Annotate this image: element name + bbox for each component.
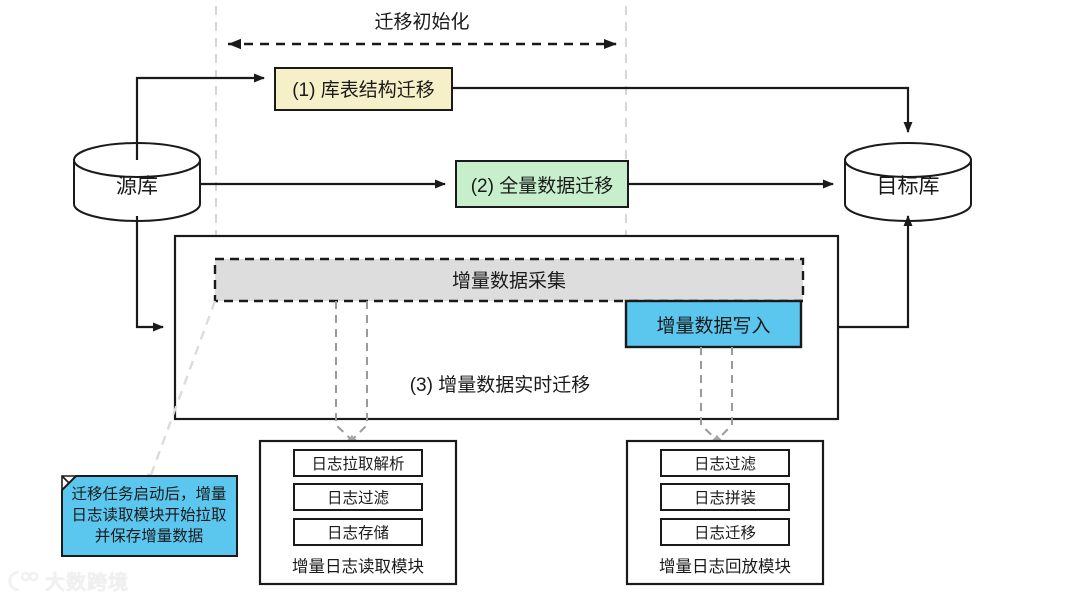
- capture-to-note-connector: [146, 300, 217, 484]
- target-db-node: 目标库: [844, 142, 972, 222]
- capture-label: 增量数据采集: [452, 270, 566, 292]
- note-line-1: 迁移任务启动后，增量: [71, 485, 226, 503]
- step1-node[interactable]: (1) 库表结构迁移: [274, 67, 453, 111]
- writer-to-right-module-connector: [700, 347, 733, 445]
- edge-step3-to-target: [838, 215, 913, 329]
- module-right-item-2[interactable]: 日志迁移: [660, 518, 790, 546]
- module-left-item-0[interactable]: 日志拉取解析: [293, 449, 423, 477]
- note-line-2: 日志读取模块开始拉取: [71, 506, 226, 524]
- source-db-label: 源库: [116, 175, 158, 198]
- module-right: 日志过滤 日志拼装 日志迁移 增量日志回放模块: [625, 439, 825, 586]
- edge-step1-to-target: [452, 86, 913, 133]
- module-left-item-1-label: 日志过滤: [327, 489, 389, 507]
- step3-label: (3) 增量数据实时迁移: [410, 374, 591, 396]
- module-left-item-0-label: 日志拉取解析: [311, 455, 404, 473]
- step2-node[interactable]: (2) 全量数据迁移: [455, 160, 629, 208]
- note-callout: 迁移任务启动后，增量 日志读取模块开始拉取 并保存增量数据: [61, 475, 238, 557]
- module-right-item-0-label: 日志过滤: [694, 455, 756, 473]
- module-left-item-1[interactable]: 日志过滤: [293, 483, 423, 511]
- writer-label: 增量数据写入: [656, 315, 770, 337]
- module-left: 日志拉取解析 日志过滤 日志存储 增量日志读取模块: [258, 439, 458, 586]
- module-left-item-2[interactable]: 日志存储: [293, 518, 423, 546]
- module-left-caption: 增量日志读取模块: [292, 557, 424, 576]
- note-line-3: 并保存增量数据: [95, 527, 204, 545]
- step1-label: (1) 库表结构迁移: [292, 79, 435, 101]
- edge-source-to-step3: [135, 216, 164, 332]
- migration-init-label: 迁移初始化: [374, 11, 469, 33]
- step2-label: (2) 全量数据迁移: [471, 175, 614, 197]
- capture-node[interactable]: 增量数据采集: [213, 257, 805, 303]
- module-left-item-2-label: 日志存储: [327, 524, 389, 542]
- writer-node[interactable]: 增量数据写入: [624, 299, 803, 349]
- module-right-item-1[interactable]: 日志拼装: [660, 483, 790, 511]
- target-db-label: 目标库: [877, 175, 940, 198]
- edge-source-to-step1: [135, 73, 265, 160]
- module-right-item-1-label: 日志拼装: [694, 489, 756, 507]
- migration-init-arrow-left-head: [228, 38, 241, 50]
- capture-to-left-module-connector: [335, 301, 368, 445]
- source-db-node: 源库: [73, 142, 201, 222]
- module-right-caption: 增量日志回放模块: [659, 557, 791, 576]
- module-right-item-2-label: 日志迁移: [694, 524, 756, 542]
- module-right-item-0[interactable]: 日志过滤: [660, 449, 790, 477]
